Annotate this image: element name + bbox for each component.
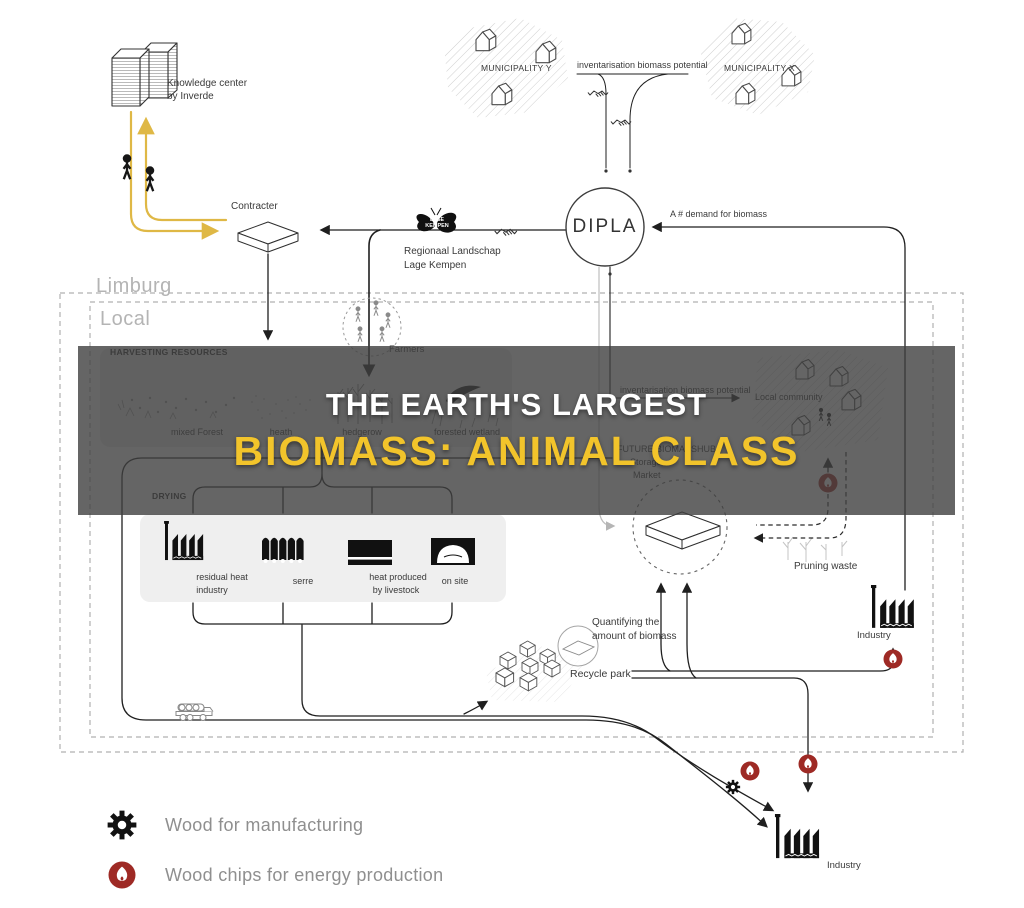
flame-icon (108, 861, 136, 889)
hub-feed-line-1 (655, 582, 671, 672)
drying-connector-bottom (192, 602, 453, 625)
hub-feed-line-2 (681, 582, 697, 679)
drying-item-1-label: residual heat (196, 572, 248, 582)
knowledge-people (122, 154, 155, 193)
pruning-waste-sketch (782, 536, 848, 562)
flame-icon (798, 754, 818, 774)
inventarisation-drop-1 (597, 73, 607, 169)
industry-bottom-factory-icon (774, 813, 820, 859)
knowledge-center-label-2: by Inverde (167, 91, 214, 102)
on-site-icon (431, 538, 475, 565)
drying-item-3-label: heat produced (369, 572, 427, 582)
industry-right-factory-icon (870, 584, 915, 629)
knowledge-flow-lines (129, 110, 228, 240)
handshake-icon (587, 90, 609, 97)
regionaal-landschap-label: Regionaal Landschap (404, 246, 501, 257)
line-end-dots (604, 169, 632, 276)
handshake-icon (610, 119, 632, 126)
serre-icon (262, 537, 304, 563)
butterfly-logo (416, 207, 457, 233)
legend-item-energy: Wood chips for energy production (105, 858, 443, 892)
local-region-label: Local (100, 308, 151, 330)
truck-icon (175, 703, 214, 721)
pruning-dashed-lines (753, 452, 847, 543)
drying-bus-line (301, 624, 775, 812)
butterfly-logo-text-1: LAGE (430, 217, 444, 223)
drying-item-1-label-2: industry (196, 585, 228, 595)
flame-icon (740, 761, 760, 781)
legend: Wood for manufacturing Wood chips for en… (105, 808, 443, 892)
demand-label: A # demand for biomass (670, 209, 768, 219)
quantify-circle (557, 625, 599, 667)
industry-right-label: Industry (857, 630, 891, 641)
flame-markers (740, 473, 903, 781)
dipla-label: DIPLA (572, 216, 638, 238)
inventarisation-top-label: inventarisation biomass potential (577, 60, 708, 70)
flame-icon (883, 649, 903, 669)
farmers-branch-line (362, 229, 381, 378)
knowledge-center-buildings (111, 42, 178, 107)
municipality-y-label: MUNICIPALITY Y (481, 63, 552, 73)
limburg-region-label: Limburg (96, 275, 172, 297)
gear-icon (725, 779, 741, 795)
region-borders (59, 292, 964, 753)
banner-title-line2: BIOMASS: ANIMAL CLASS (233, 427, 800, 474)
knowledge-center-label: Knowledge center (167, 78, 248, 89)
municipality-x-cloud (700, 18, 815, 115)
limburg-border (59, 292, 964, 753)
drying-item-4-label: on site (441, 576, 469, 586)
drying-item-3-label-2: by livestock (372, 585, 420, 595)
to-industry-right-line (631, 647, 899, 672)
biomass-hub-circle (632, 479, 728, 575)
legend-label: Wood chips for energy production (165, 864, 444, 885)
banner-title-line1: THE EARTH'S LARGEST (325, 386, 708, 422)
gear-icon (107, 810, 137, 840)
hub-platform (645, 511, 721, 550)
drying-icons (163, 520, 475, 565)
inventarisation-drop-2 (629, 73, 669, 169)
farmers-people (355, 300, 391, 343)
contracter-label: Contracter (231, 201, 278, 212)
legend-item-manufacturing: Wood for manufacturing (105, 808, 443, 842)
legend-label: Wood for manufacturing (165, 814, 364, 835)
recycle-park-arrow (463, 700, 489, 715)
quantify-label-2: amount of biomass (592, 631, 677, 642)
demand-line (651, 221, 906, 591)
pruning-waste-label: Pruning waste (794, 561, 858, 572)
title-banner: THE EARTH'S LARGEST BIOMASS: ANIMAL CLAS… (78, 346, 955, 515)
flow-lines (121, 73, 906, 828)
dipla-circle (565, 187, 645, 267)
recycle-park-label: Recycle park (570, 668, 631, 680)
butterfly-logo-text-2: KEMPEN (425, 223, 449, 229)
livestock-heat-icon (348, 540, 392, 565)
drying-box (140, 514, 506, 602)
municipality-x-label: MUNICIPALITY X (724, 63, 795, 73)
regionaal-landschap-label-2: Lage Kempen (404, 260, 467, 271)
drying-item-2-label: serre (292, 576, 314, 586)
contracter-platform (237, 221, 299, 253)
quantify-label: Quantifying the (592, 617, 660, 628)
industry-bottom-label: Industry (827, 860, 861, 871)
to-industry-bottom-line (631, 677, 814, 793)
